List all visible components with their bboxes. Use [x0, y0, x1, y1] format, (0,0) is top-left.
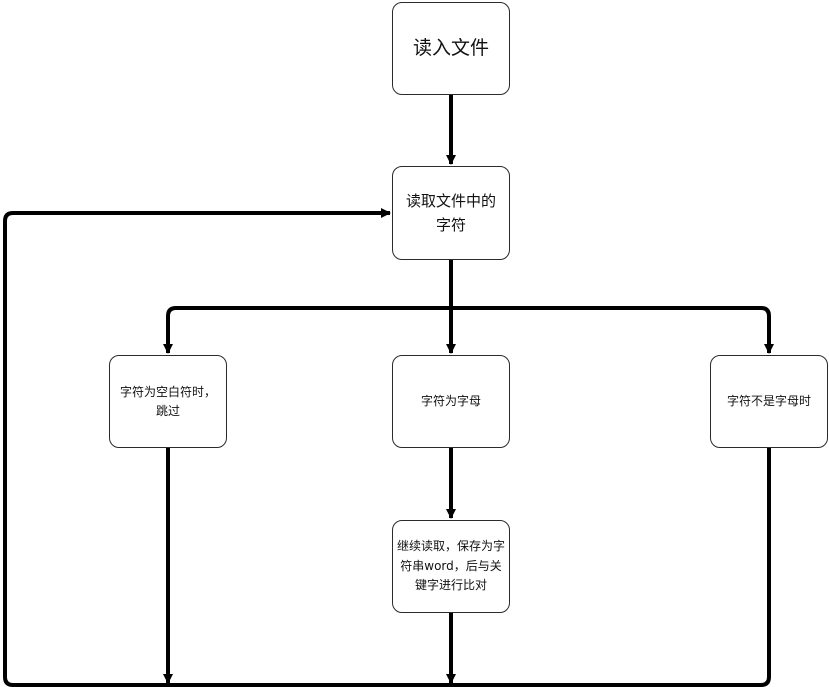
edge-read-char-to-not-letter [451, 306, 774, 354]
node-not-letter-label: 字符不是字母时 [726, 393, 811, 408]
edge-read-char-to-is-whitespace [163, 306, 451, 354]
node-is-whitespace: 字符为空白符时，跳过 [109, 355, 227, 448]
node-is-whitespace-label: 字符为空白符时，跳过 [119, 384, 216, 418]
node-read-char: 读取文件中的字符 [392, 166, 510, 260]
node-is-letter-label: 字符为字母 [420, 393, 481, 408]
node-build-word: 继续读取，保存为字符串word，后与关键字进行比对 [392, 520, 510, 613]
node-build-word-label: 继续读取，保存为字符串word，后与关键字进行比对 [397, 538, 506, 593]
node-is-letter: 字符为字母 [392, 355, 510, 448]
node-read-file: 读入文件 [392, 2, 510, 95]
node-read-char-label: 读取文件中的字符 [405, 192, 496, 234]
node-not-letter: 字符不是字母时 [710, 355, 828, 448]
node-read-file-label: 读入文件 [412, 36, 489, 59]
edge-loop-back-to-read-char [3, 208, 771, 687]
